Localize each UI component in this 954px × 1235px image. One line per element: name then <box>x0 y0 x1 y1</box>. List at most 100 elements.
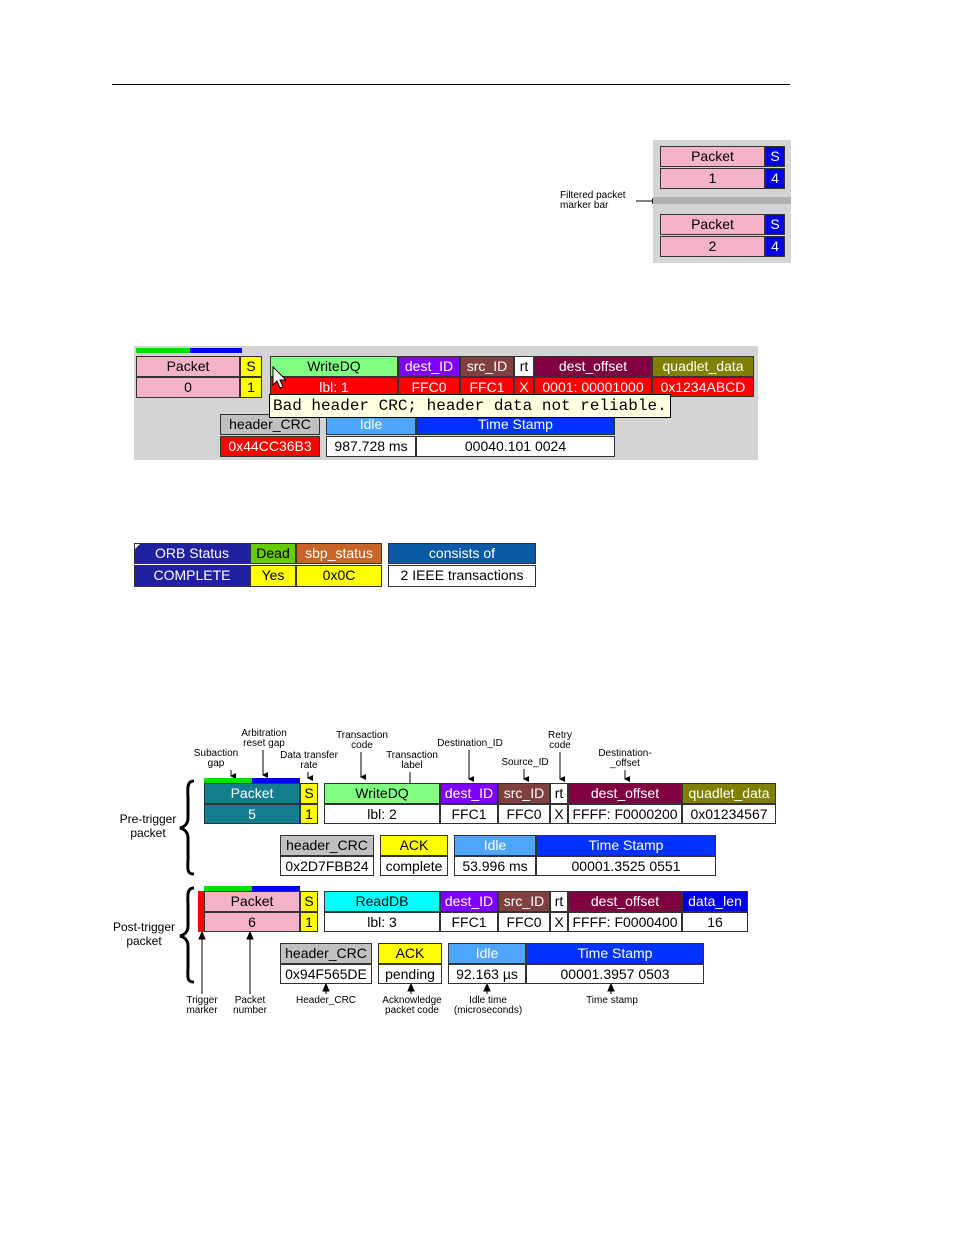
dest-offset-value-cell[interactable]: FFFF: F0000400 <box>568 912 682 932</box>
dest-id-value-cell[interactable]: FFC0 <box>398 377 460 397</box>
idle-header-cell[interactable]: Idle <box>326 414 416 435</box>
packet-number-cell[interactable]: 0 <box>136 377 240 398</box>
src-id-header-cell[interactable]: src_ID <box>498 783 550 804</box>
ack-header-cell[interactable]: ACK <box>380 835 448 856</box>
src-id-value-cell[interactable]: FFC1 <box>460 377 514 397</box>
tcode-header-cell[interactable]: WriteDQ <box>324 783 440 804</box>
label-line: label <box>401 760 423 771</box>
packet-number-cell[interactable]: 2 <box>660 236 765 257</box>
speed-label-cell[interactable]: S <box>300 891 318 912</box>
speed-value-cell[interactable]: 4 <box>765 236 785 257</box>
speed-value-cell[interactable]: 1 <box>300 912 318 932</box>
trigger-marker[interactable] <box>198 891 204 932</box>
packet-label-cell[interactable]: Packet <box>660 146 765 167</box>
tcode-header-cell[interactable]: WriteDQ <box>270 356 398 377</box>
quadlet-data-header-cell[interactable]: quadlet_data <box>682 783 776 804</box>
consists-of-header-cell[interactable]: consists of <box>388 543 536 564</box>
idle-value-cell[interactable]: 987.728 ms <box>326 436 416 457</box>
bad-crc-tooltip: Bad header CRC; header data not reliable… <box>269 394 671 418</box>
destination-id-label: Destination_ID <box>430 739 510 749</box>
data-len-value-cell[interactable]: 16 <box>682 912 748 932</box>
dest-offset-value-cell[interactable]: FFFF: F0000200 <box>568 804 682 824</box>
dest-offset-header-cell[interactable]: dest_offset <box>534 356 652 377</box>
packet-number-cell[interactable]: 5 <box>204 804 300 824</box>
packet-label-cell[interactable]: Packet <box>136 356 240 377</box>
header-crc-header-cell[interactable]: header_CRC <box>220 414 320 435</box>
arbitration-gap-bar <box>252 778 300 783</box>
sbp-status-header-cell[interactable]: sbp_status <box>296 543 382 564</box>
time-stamp-header-cell[interactable]: Time Stamp <box>526 943 704 964</box>
idle-header-cell[interactable]: Idle <box>454 835 536 856</box>
data-len-header-cell[interactable]: data_len <box>682 891 748 912</box>
dest-id-value-cell[interactable]: FFC1 <box>440 912 498 932</box>
orb-status-value-cell[interactable]: COMPLETE <box>134 565 250 587</box>
dest-id-header-cell[interactable]: dest_ID <box>398 356 460 377</box>
dest-id-value-cell[interactable]: FFC1 <box>440 804 498 824</box>
packet-number-cell[interactable]: 1 <box>660 168 765 189</box>
dest-offset-header-cell[interactable]: dest_offset <box>568 783 682 804</box>
speed-value-cell[interactable]: 4 <box>765 168 785 189</box>
tlabel-value-cell[interactable]: lbl: 3 <box>324 912 440 932</box>
src-id-value-cell[interactable]: FFC0 <box>498 912 550 932</box>
label-line: code <box>549 740 571 751</box>
dest-offset-header-cell[interactable]: dest_offset <box>568 891 682 912</box>
ack-value-cell[interactable]: complete <box>380 856 448 876</box>
idle-header-cell[interactable]: Idle <box>448 943 526 964</box>
packet-label-cell[interactable]: Packet <box>660 214 765 235</box>
speed-value-cell[interactable]: 1 <box>300 804 318 824</box>
rt-value-cell[interactable]: X <box>514 377 534 397</box>
quadlet-data-value-cell[interactable]: 0x1234ABCD <box>652 377 754 397</box>
transaction-label-label: Transaction label <box>380 751 444 771</box>
time-stamp-header-cell[interactable]: Time Stamp <box>536 835 716 856</box>
rt-header-cell[interactable]: rt <box>550 783 568 804</box>
packet-label-cell[interactable]: Packet <box>204 783 300 804</box>
rt-header-cell[interactable]: rt <box>550 891 568 912</box>
dest-id-header-cell[interactable]: dest_ID <box>440 891 498 912</box>
quadlet-data-value-cell[interactable]: 0x01234567 <box>682 804 776 824</box>
src-id-value-cell[interactable]: FFC0 <box>498 804 550 824</box>
speed-label-cell[interactable]: S <box>300 783 318 804</box>
label-line: Destination_ID <box>437 738 503 749</box>
time-stamp-value-cell[interactable]: 00001.3957 0503 <box>526 964 704 984</box>
label-line: packet code <box>385 1005 439 1016</box>
ack-value-cell[interactable]: pending <box>378 964 442 984</box>
filtered-marker-label-line1: Filtered packet <box>560 190 626 201</box>
header-crc-header-cell[interactable]: header_CRC <box>280 943 372 964</box>
arbitration-gap-bar <box>252 886 300 891</box>
speed-label-cell[interactable]: S <box>765 146 785 167</box>
label-line: marker <box>186 1005 218 1016</box>
header-crc-header-cell[interactable]: header_CRC <box>280 835 374 856</box>
rt-value-cell[interactable]: X <box>550 912 568 932</box>
filtered-packet-marker-bar[interactable] <box>653 197 791 204</box>
speed-label-cell[interactable]: S <box>765 214 785 235</box>
time-stamp-value-cell[interactable]: 00040.101 0024 <box>416 436 615 457</box>
dest-id-header-cell[interactable]: dest_ID <box>440 783 498 804</box>
idle-value-cell[interactable]: 92.163 µs <box>448 964 526 984</box>
speed-value-cell[interactable]: 1 <box>240 377 262 398</box>
speed-label-cell[interactable]: S <box>240 356 262 377</box>
label-line: number <box>233 1005 267 1016</box>
rt-value-cell[interactable]: X <box>550 804 568 824</box>
dead-header-cell[interactable]: Dead <box>250 543 296 564</box>
quadlet-data-header-cell[interactable]: quadlet_data <box>652 356 754 377</box>
src-id-header-cell[interactable]: src_ID <box>498 891 550 912</box>
rt-header-cell[interactable]: rt <box>514 356 534 377</box>
tcode-header-cell[interactable]: ReadDB <box>324 891 440 912</box>
idle-value-cell[interactable]: 53.996 ms <box>454 856 536 876</box>
orb-status-header-cell[interactable]: ORB Status <box>134 543 250 564</box>
consists-of-value-cell[interactable]: 2 IEEE transactions <box>388 565 536 587</box>
header-crc-value-cell[interactable]: 0x2D7FBB24 <box>280 856 374 876</box>
packet-label-cell[interactable]: Packet <box>204 891 300 912</box>
dead-value-cell[interactable]: Yes <box>250 565 296 587</box>
header-crc-value-cell[interactable]: 0x44CC36B3 <box>220 436 320 457</box>
time-stamp-value-cell[interactable]: 00001.3525 0551 <box>536 856 716 876</box>
tlabel-value-cell[interactable]: lbl: 2 <box>324 804 440 824</box>
packet-number-cell[interactable]: 6 <box>204 912 300 932</box>
header-crc-value-cell[interactable]: 0x94F565DE <box>280 964 372 984</box>
sbp-status-value-cell[interactable]: 0x0C <box>296 565 382 587</box>
ack-header-cell[interactable]: ACK <box>378 943 442 964</box>
src-id-header-cell[interactable]: src_ID <box>460 356 514 377</box>
transaction-code-label: Transaction code <box>330 731 394 751</box>
filtered-marker-label: Filtered packet marker bar <box>560 191 626 211</box>
label-line: Trigger <box>186 995 218 1006</box>
